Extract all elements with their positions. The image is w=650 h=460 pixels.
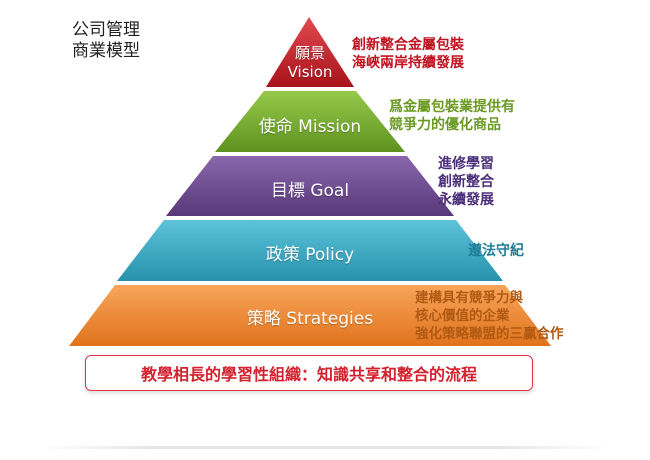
note-line: 創新整合金屬包裝 — [352, 37, 464, 53]
model-title: 公司管理 商業模型 — [72, 20, 140, 62]
note-line: 進修學習 — [438, 156, 494, 172]
base-shadow — [40, 446, 610, 449]
note-line: 海峽兩岸持續發展 — [352, 55, 464, 71]
summary-text: 教學相長的學習性組織：知識共享和整合的流程 — [140, 365, 477, 384]
note-line: 創新整合 — [438, 174, 494, 190]
tier-goal-label: 目標 Goal — [166, 176, 454, 201]
note-line: 遵法守紀 — [468, 243, 524, 259]
tier-goal-notes: 進修學習 創新整合 永續發展 — [438, 155, 494, 209]
tier-vision-notes: 創新整合金屬包裝 海峽兩岸持續發展 — [352, 36, 464, 72]
tier-policy-shape — [117, 220, 503, 281]
tier-vision-label-line2: Vision — [287, 63, 333, 81]
tier-vision-shape — [266, 17, 354, 87]
tier-strategies-shape — [69, 285, 551, 346]
tier-strategies-notes: 建構具有競爭力與 核心價值的企業 強化策略聯盟的三贏合作 — [415, 289, 564, 343]
model-title-line1: 公司管理 — [72, 20, 140, 40]
tier-mission-label: 使命 Mission — [215, 112, 405, 137]
model-title-line2: 商業模型 — [72, 41, 140, 61]
tier-policy-label: 政策 Policy — [117, 240, 503, 265]
tier-vision-label-line1: 願景 — [294, 44, 325, 62]
note-line: 競爭力的優化商品 — [389, 117, 501, 133]
tier-policy-notes: 遵法守紀 — [468, 242, 524, 260]
note-line: 永續發展 — [438, 192, 494, 208]
tier-mission-shape — [215, 91, 405, 152]
note-line: 建構具有競爭力與 — [415, 290, 523, 306]
tier-policy-label-text: 政策 Policy — [265, 245, 355, 265]
note-line: 核心價值的企業 — [415, 308, 510, 324]
tier-strategies-label-text: 策略 Strategies — [246, 309, 374, 329]
tier-strategies-label: 策略 Strategies — [69, 304, 551, 329]
note-line: 爲金屬包裝業提供有 — [389, 99, 515, 115]
tier-mission-notes: 爲金屬包裝業提供有 競爭力的優化商品 — [389, 98, 515, 134]
summary-box: 教學相長的學習性組織：知識共享和整合的流程 — [85, 355, 533, 391]
tier-mission-label-text: 使命 Mission — [258, 117, 362, 137]
tier-goal-shape — [166, 156, 454, 216]
note-line: 強化策略聯盟的三贏合作 — [415, 326, 564, 342]
tier-vision-label: 願景 Vision — [270, 44, 350, 82]
tier-goal-label-text: 目標 Goal — [270, 181, 350, 201]
